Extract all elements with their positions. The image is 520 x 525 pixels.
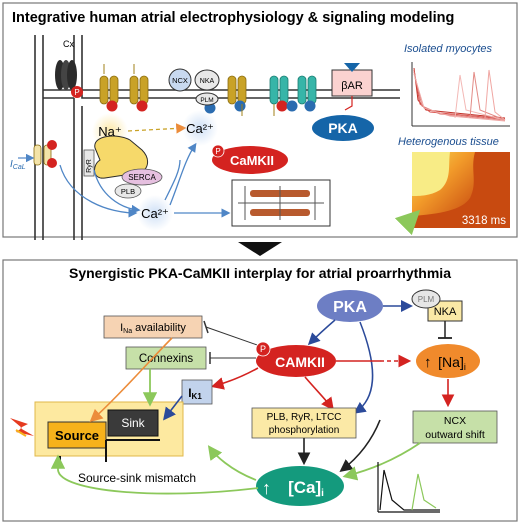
heterogenous-tissue-label: Heterogenous tissue (398, 136, 499, 148)
ina-availability-label: INa availability (120, 322, 186, 335)
camkii-ina-inhibit (205, 326, 261, 347)
ical-label: ICaL (10, 159, 26, 171)
ik1-box (181, 379, 213, 405)
phosphorylation-box (251, 407, 357, 439)
svg-text:P: P (260, 344, 266, 354)
plm-protein (195, 92, 219, 106)
beta-ar-label: βAR (341, 80, 363, 92)
calcium-flow-arrows (59, 142, 231, 218)
ltcc-phospho-badge-2 (47, 158, 57, 168)
na-label: [Na]i (438, 354, 466, 372)
ncx-label: NCX (172, 76, 188, 85)
cell-membrane (34, 35, 400, 240)
connexin-channel (55, 60, 77, 90)
plm-bottom-label: PLM (418, 295, 435, 304)
phospho-line2: phosphorylation (269, 425, 340, 436)
ik1-label: IK1 (188, 386, 202, 401)
pka-top-label: PKA (328, 120, 358, 136)
ncx-outward-box (412, 410, 498, 444)
camkii-top-node (212, 146, 288, 174)
sink-label: Sink (121, 416, 145, 430)
na-ion-label: Na⁺ (98, 124, 121, 139)
down-arrow-icon (238, 242, 282, 256)
camkii-node (256, 345, 336, 377)
source-box (47, 421, 107, 449)
connexins-box (125, 346, 207, 370)
phospho-badge: P (71, 86, 83, 98)
ca-node (256, 466, 344, 506)
ca-label: [Ca]i (288, 478, 324, 499)
pacing-site-arrow (394, 209, 421, 236)
tissue-time-label: 3318 ms (462, 215, 506, 227)
pka-label: PKA (333, 299, 367, 316)
plb-protein (114, 183, 142, 199)
ca-ion-label-upper: Ca²⁺ (186, 121, 214, 136)
phospho-line1: PLB, RyR, LTCC (267, 412, 342, 423)
tissue-heatmap (412, 152, 510, 228)
isolated-myocyte-traces (411, 62, 510, 127)
sodium-channels (99, 75, 149, 105)
sink-box (107, 409, 159, 437)
potassium-channels (227, 75, 247, 105)
beta-ar-ligand-icon (344, 63, 360, 72)
ryr-channel (83, 149, 95, 177)
ncx-line1: NCX (444, 415, 466, 427)
ina-to-source-arrow (89, 337, 173, 423)
ltcc-phospho-badge (47, 140, 57, 150)
serca-label: SERCA (128, 173, 156, 182)
sarcomere-icon (238, 186, 324, 220)
ncx-transporter (168, 68, 192, 92)
nka-bottom-label: NKA (434, 306, 457, 318)
isolated-myocytes-label: Isolated myocytes (404, 43, 493, 55)
pka-node (317, 290, 383, 322)
plm-label: PLM (200, 97, 213, 104)
nka-label: NKA (200, 78, 215, 85)
ik1-to-sink-arrow (163, 395, 183, 421)
camkii-phospho-badge (255, 341, 271, 357)
teal-channels (269, 75, 317, 105)
plm-bubble (411, 289, 441, 309)
source-label: Source (55, 428, 99, 443)
nka-pump (194, 69, 220, 91)
channel-flux-arrows (103, 64, 275, 116)
na-node (416, 344, 480, 378)
camkii-top-label: CaMKII (230, 153, 274, 168)
ncx-to-ca-arrow (342, 442, 421, 481)
connexin-label: Cx (63, 39, 74, 49)
na-up-arrow: ↑ (424, 354, 432, 371)
camkii-top-phospho (211, 144, 225, 158)
ca-up-arrow: ↑ (262, 478, 271, 498)
mismatch-label: Source-sink mismatch (78, 471, 196, 485)
ca-glow-lower (137, 195, 173, 231)
lightning-icon (10, 418, 34, 436)
pka-top-node (312, 115, 374, 141)
ryr-label: RyR (86, 159, 93, 173)
connexins-label: Connexins (139, 353, 194, 365)
ina-availability-box (103, 315, 203, 339)
bottom-panel-title: Synergistic PKA-CaMKII interplay for atr… (69, 265, 451, 281)
ca-ion-label-lower: Ca²⁺ (141, 206, 169, 221)
top-panel-title: Integrative human atrial electrophysiolo… (12, 10, 454, 26)
svg-text:P: P (74, 88, 79, 97)
plb-label: PLB (121, 187, 135, 196)
ap-trace-icon (377, 462, 440, 513)
ca-glow-upper (182, 110, 218, 146)
ncx-line2: outward shift (425, 429, 485, 441)
camkii-label: CAMKII (275, 354, 325, 370)
ca-to-source-arrow (50, 454, 259, 495)
svg-text:P: P (215, 147, 220, 156)
serca-pump (121, 168, 163, 186)
